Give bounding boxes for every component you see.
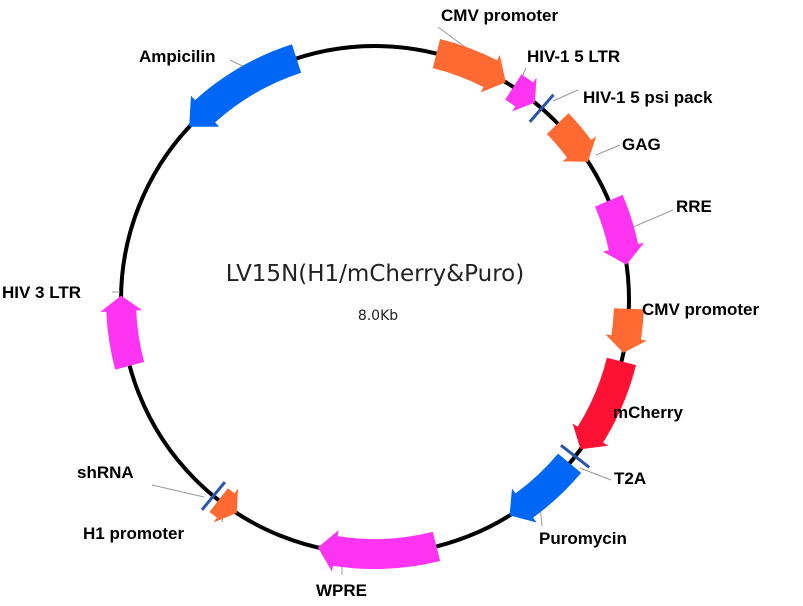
label-cmv-promoter-2: CMV promoter xyxy=(642,300,760,319)
puromycin-arrow xyxy=(509,453,582,523)
leader-shrna xyxy=(151,484,205,498)
plasmid-size: 8.0Kb xyxy=(358,308,398,324)
label-rre: RRE xyxy=(676,197,712,216)
rre-arrow xyxy=(595,194,644,265)
label-shrna: shRNA xyxy=(77,463,134,482)
label-hiv-3-ltr: HIV 3 LTR xyxy=(2,283,81,302)
leader-gag xyxy=(595,144,621,156)
wpre-arrow xyxy=(317,530,441,572)
cmv-promoter-1-arrow xyxy=(432,39,506,93)
cmv-promoter-2-arrow xyxy=(605,308,647,353)
leader-rre xyxy=(625,209,674,231)
label-hiv1-5-ltr: HIV-1 5 LTR xyxy=(527,47,620,66)
leader-psi xyxy=(552,89,579,102)
label-puromycin: Puromycin xyxy=(539,529,627,548)
label-h1-promoter: H1 promoter xyxy=(83,524,184,543)
label-mcherry: mCherry xyxy=(613,403,683,422)
plasmid-name: LV15N(H1/mCherry&Puro) xyxy=(226,261,524,287)
h1-promoter-arrow xyxy=(209,488,238,523)
label-t2a: T2A xyxy=(614,469,646,488)
shrna-site-marker xyxy=(200,481,227,511)
psi-site-marker xyxy=(528,93,555,123)
label-ampicilin: Ampicilin xyxy=(139,47,216,66)
label-gag: GAG xyxy=(622,135,661,154)
label-cmv-promoter-1: CMV promoter xyxy=(441,6,559,25)
ampicilin-arrow xyxy=(189,44,302,127)
mcherry-arrow xyxy=(572,357,636,450)
hiv1-5-ltr-arrow xyxy=(505,74,537,112)
label-hiv1-5-psi-pack: HIV-1 5 psi pack xyxy=(583,88,713,107)
leader-t2a xyxy=(579,467,612,481)
label-wpre: WPRE xyxy=(316,581,367,600)
t2a-site-marker xyxy=(560,444,591,469)
gag-arrow xyxy=(546,113,597,162)
hiv-3-ltr-arrow xyxy=(100,295,145,370)
